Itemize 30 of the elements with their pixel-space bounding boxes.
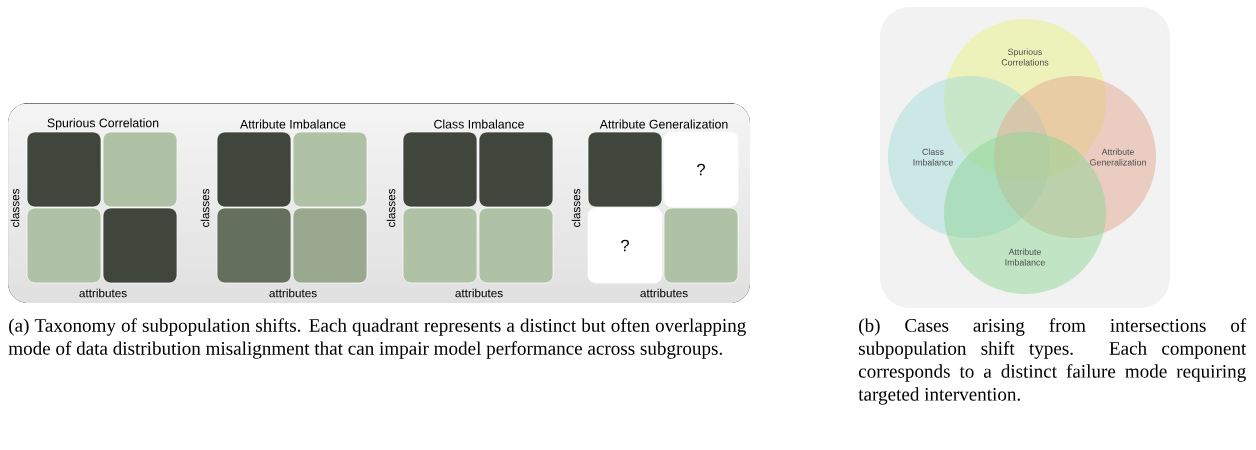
grid-cell: ? xyxy=(587,207,663,284)
grid-cell xyxy=(216,207,292,284)
grid-cell xyxy=(402,131,478,208)
axis-label: attributes xyxy=(640,288,688,298)
grid-cell xyxy=(663,207,739,284)
grid-cell xyxy=(102,131,178,208)
caption: (b) Cases arising from intersections of subpopulation shift types. Each component corresponds to a distinct failure mode requiring targeted intervention. xyxy=(858,318,1247,405)
axis-label: classes xyxy=(571,188,581,228)
panel-title: Attribute Generalization xyxy=(599,119,728,129)
grid-cell xyxy=(478,207,554,284)
grid-cell xyxy=(587,131,663,208)
grid-cell xyxy=(26,207,102,284)
panel-title: Attribute Imbalance xyxy=(240,119,346,129)
grid-cell xyxy=(216,131,292,208)
grid-cell xyxy=(102,207,178,284)
grid-cell xyxy=(292,131,368,208)
panel-title: Class Imbalance xyxy=(434,119,524,129)
grid-cell xyxy=(26,131,102,208)
axis-label: classes xyxy=(10,188,20,228)
axis-label: classes xyxy=(200,188,210,228)
grid-cell xyxy=(402,207,478,284)
grid-cell xyxy=(292,207,368,284)
panel-title: Spurious Correlation xyxy=(47,118,159,130)
axis-label: attributes xyxy=(269,288,317,298)
axis-label: attributes xyxy=(79,288,127,298)
grid-cell: ? xyxy=(663,131,739,208)
caption: (a) Taxonomy of subpopulation shifts. Each quadrant represents a distinct but often overlapping mode of data distribution misalignment that can impair model performance across subgroups. xyxy=(8,318,746,359)
axis-label: attributes xyxy=(455,288,503,298)
axis-label: classes xyxy=(386,188,396,228)
grid-cell xyxy=(478,131,554,208)
